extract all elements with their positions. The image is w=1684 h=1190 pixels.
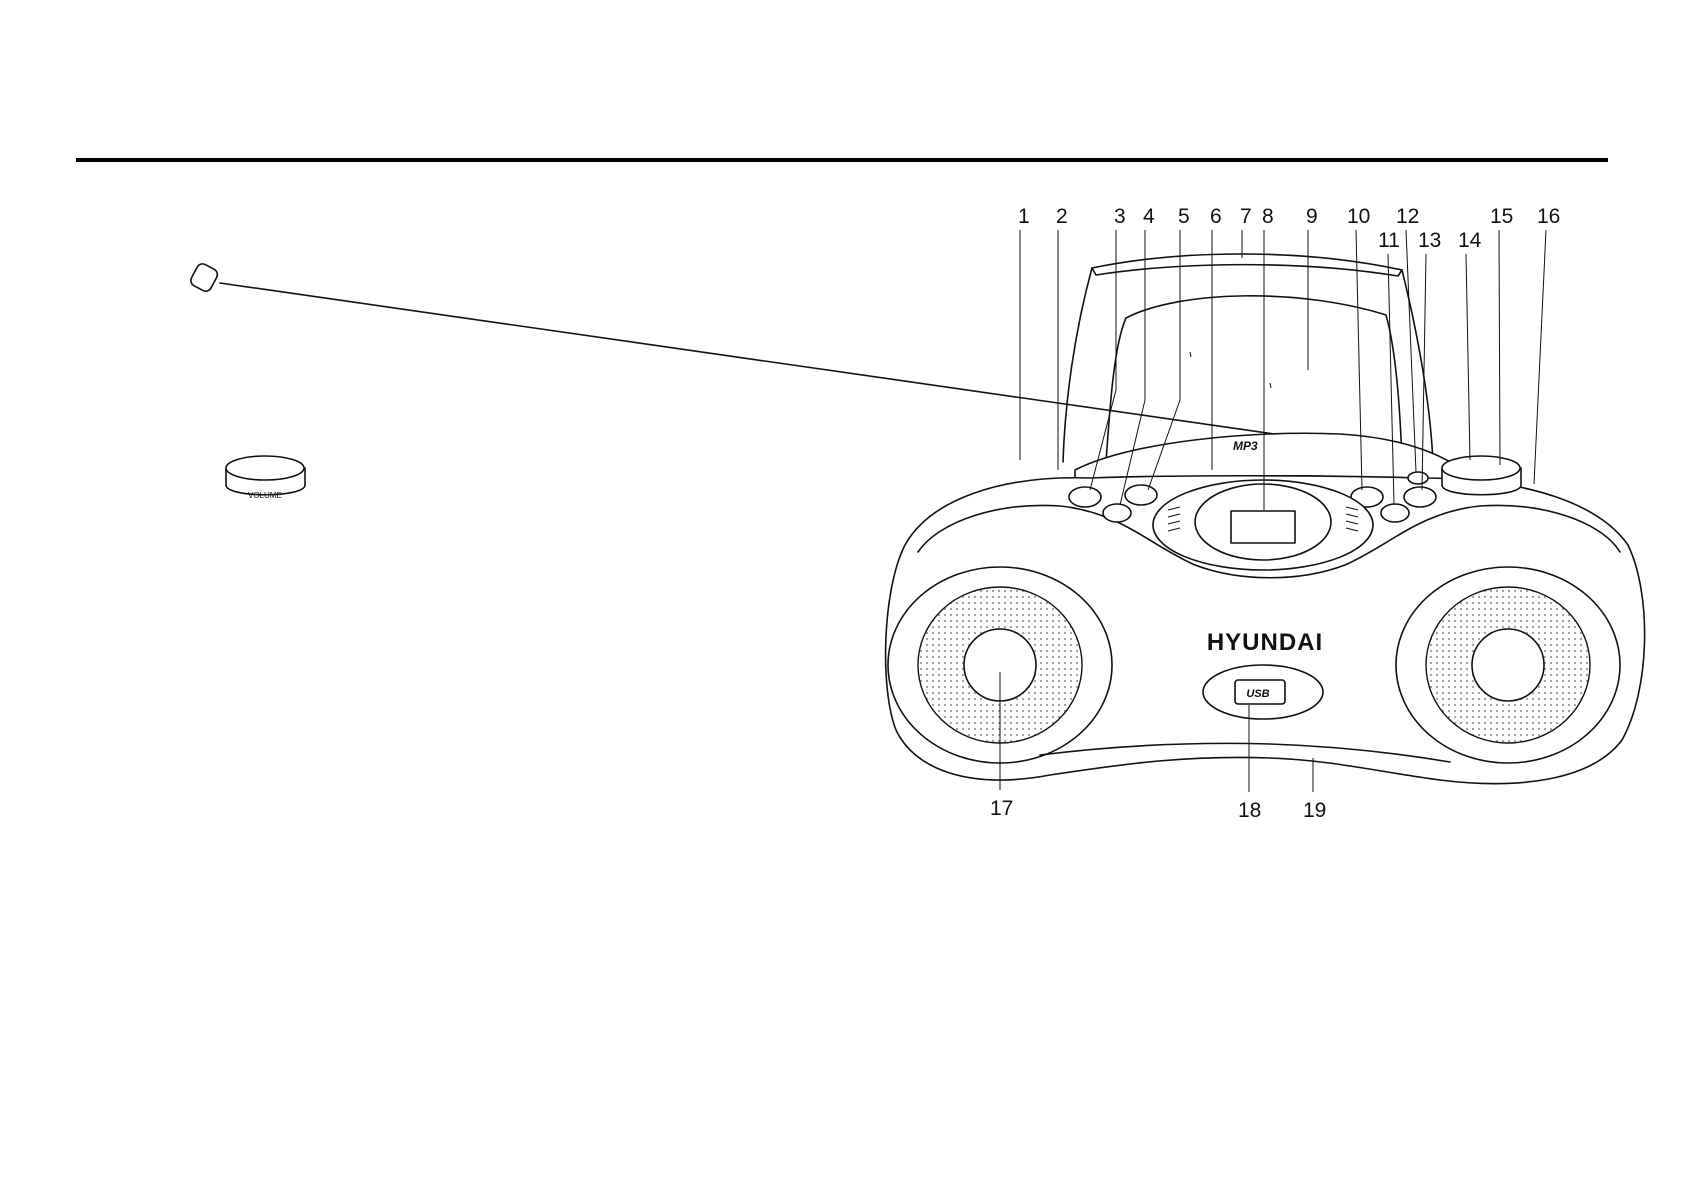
callout-leaders bbox=[999, 229, 1547, 792]
callout-16: 16 bbox=[1537, 205, 1560, 228]
volume-label: VOLUME bbox=[248, 491, 282, 500]
button-11[interactable] bbox=[1380, 503, 1410, 523]
callout-15: 15 bbox=[1490, 205, 1513, 228]
top-rule bbox=[76, 158, 1608, 162]
leader-line-13 bbox=[1421, 253, 1427, 491]
callout-10: 10 bbox=[1347, 205, 1370, 228]
brand-logo: HYUNDAI bbox=[1207, 629, 1323, 656]
callout-3: 3 bbox=[1114, 205, 1126, 228]
callout-1: 1 bbox=[1018, 205, 1030, 228]
button-12[interactable] bbox=[1407, 471, 1429, 485]
usb-label: USB bbox=[1246, 688, 1269, 700]
callout-17: 17 bbox=[990, 797, 1013, 820]
right-speaker bbox=[1395, 566, 1621, 764]
leader-line-15 bbox=[1498, 229, 1501, 466]
lcd-screen bbox=[1230, 510, 1296, 544]
button-13[interactable] bbox=[1403, 486, 1437, 508]
leader-line-3 bbox=[1089, 230, 1117, 491]
carry-handle bbox=[1062, 253, 1434, 463]
callout-19: 19 bbox=[1303, 799, 1326, 822]
callout-9: 9 bbox=[1306, 205, 1318, 228]
leader-line-5 bbox=[1147, 230, 1181, 491]
tuning-knob[interactable] bbox=[1441, 455, 1522, 496]
button-10[interactable] bbox=[1350, 486, 1384, 508]
callout-14: 14 bbox=[1458, 229, 1482, 252]
callout-5: 5 bbox=[1178, 205, 1190, 228]
callout-2: 2 bbox=[1056, 205, 1068, 228]
button-3[interactable] bbox=[1068, 486, 1102, 508]
callout-8: 8 bbox=[1262, 205, 1274, 228]
callout-7: 7 bbox=[1240, 205, 1252, 228]
leader-line-11 bbox=[1387, 253, 1395, 506]
volume-knob[interactable]: VOLUME bbox=[225, 455, 306, 500]
button-4[interactable] bbox=[1102, 503, 1132, 523]
callout-6: 6 bbox=[1210, 205, 1222, 228]
leader-line-10 bbox=[1355, 229, 1363, 491]
callout-12: 12 bbox=[1396, 205, 1419, 228]
usb-port[interactable]: USB bbox=[1202, 664, 1324, 720]
callout-11: 11 bbox=[1378, 229, 1400, 252]
leader-line-16 bbox=[1533, 229, 1547, 485]
callout-18: 18 bbox=[1238, 799, 1261, 822]
mp3-label: MP3 bbox=[1233, 439, 1258, 453]
display-panel bbox=[1152, 479, 1374, 571]
antenna bbox=[190, 263, 1401, 453]
control-buttons bbox=[1068, 471, 1437, 523]
callout-13: 13 bbox=[1418, 229, 1441, 252]
leader-line-4 bbox=[1119, 230, 1146, 506]
leader-line-12 bbox=[1405, 229, 1417, 473]
button-5[interactable] bbox=[1124, 484, 1158, 506]
leader-line-14 bbox=[1465, 253, 1471, 461]
callout-4: 4 bbox=[1143, 205, 1155, 228]
